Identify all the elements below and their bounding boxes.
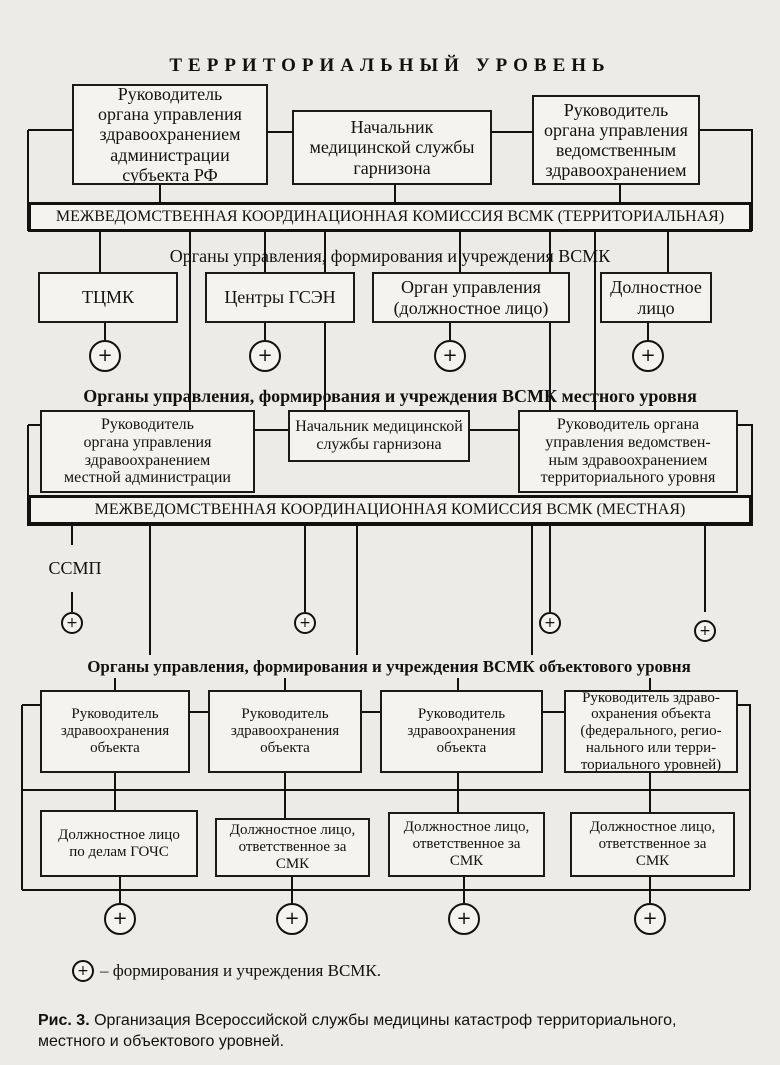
territorial-plus-1: + (89, 340, 121, 372)
local-plus-4: + (694, 620, 716, 642)
local-commission: МЕЖВЕДОМСТВЕННАЯ КООРДИНАЦИОННАЯ КОМИССИ… (28, 495, 752, 525)
object-plus-2: + (276, 903, 308, 935)
legend-text: – формирования и учреждения ВСМК. (100, 961, 382, 980)
local-heading: Органы управления, формирования и учрежд… (83, 386, 697, 406)
local-head-health-admin: Руководитель органа управления здравоохр… (40, 410, 255, 493)
object-head-3: Руководитель здравоохранения объекта (380, 690, 543, 773)
caption-label: Рис. 3. (38, 1012, 90, 1029)
territorial-plus-3: + (434, 340, 466, 372)
territorial-plus-2: + (249, 340, 281, 372)
local-ssmp: ССМП (48, 558, 102, 579)
territorial-body-gsen-centers: Центры ГСЭН (205, 272, 355, 323)
local-head-departmental-health: Руководитель органа управления ведомстве… (518, 410, 738, 493)
territorial-head-health-admin: Руководитель органа управления здравоохр… (72, 84, 268, 185)
territorial-bodies-heading: Органы управления, формирования и учрежд… (169, 246, 611, 266)
object-head-1: Руководитель здравоохранения объекта (40, 690, 190, 773)
local-plus-2: + (294, 612, 316, 634)
local-plus-1: + (61, 612, 83, 634)
object-head-2: Руководитель здравоохранения объекта (208, 690, 362, 773)
local-plus-3: + (539, 612, 561, 634)
figure-caption: Рис. 3. Организация Всероссийской службы… (38, 1011, 748, 1053)
territorial-body-management: Орган управления (должностное лицо) (372, 272, 570, 323)
object-plus-4: + (634, 903, 666, 935)
object-heading: Органы управления, формирования и учрежд… (87, 657, 691, 676)
object-plus-3: + (448, 903, 480, 935)
caption-text: Организация Всероссийской службы медицин… (38, 1012, 677, 1050)
object-official-smk-3: Должностное лицо, ответственное за СМК (570, 812, 735, 877)
object-official-smk-2: Должностное лицо, ответственное за СМК (388, 812, 545, 877)
object-plus-1: + (104, 903, 136, 935)
territorial-body-tcmk: ТЦМК (38, 272, 178, 323)
territorial-head-garrison-medical: Начальник медицинской службы гарнизона (292, 110, 492, 185)
territorial-commission: МЕЖВЕДОМСТВЕННАЯ КООРДИНАЦИОННАЯ КОМИССИ… (28, 202, 752, 232)
legend-plus-icon: + (72, 960, 94, 982)
local-head-garrison-medical: Начальник медицинской службы гарнизона (288, 410, 470, 462)
diagram-title: ТЕРРИТОРИАЛЬНЫЙ УРОВЕНЬ (169, 55, 611, 76)
object-official-gochs: Должностное лицо по делам ГОЧС (40, 810, 198, 877)
object-head-4: Руководитель здраво- охранения объекта (… (564, 690, 738, 773)
territorial-plus-4: + (632, 340, 664, 372)
territorial-head-departmental-health: Руководитель органа управления ведомстве… (532, 95, 700, 185)
territorial-body-official: Долностное лицо (600, 272, 712, 323)
object-official-smk-1: Должностное лицо, ответственное за СМК (215, 818, 370, 877)
legend: + – формирования и учреждения ВСМК. (72, 960, 381, 982)
